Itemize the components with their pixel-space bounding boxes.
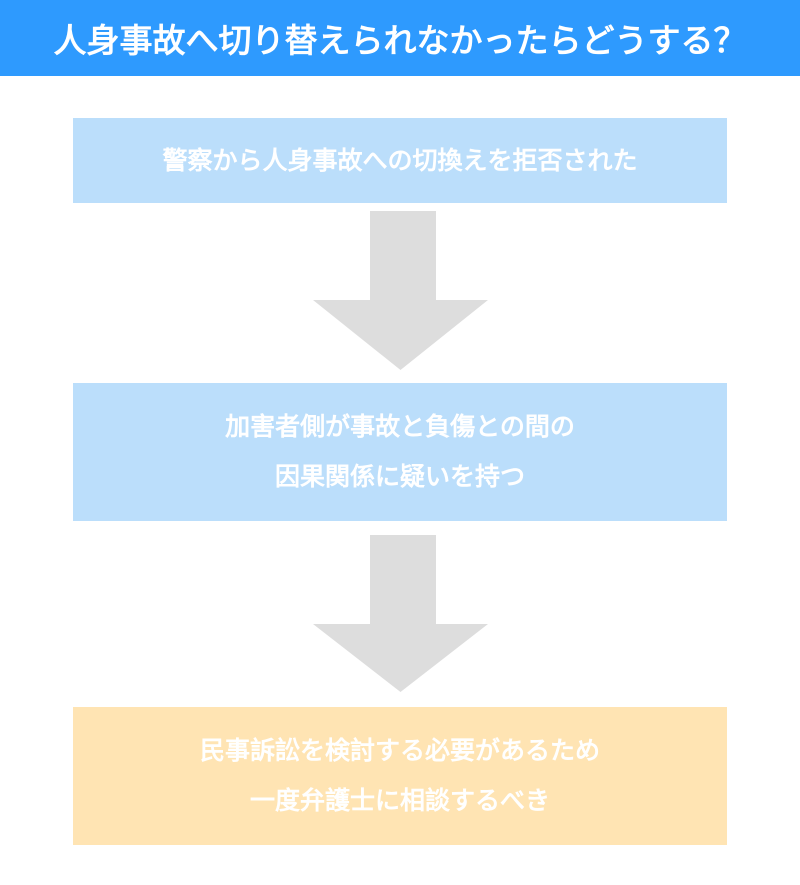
flow-step-3-line-2: 一度弁護士に相談するべき — [249, 786, 550, 815]
down-arrow-icon — [313, 535, 488, 692]
down-arrow-icon — [313, 211, 488, 370]
down-arrow-shape — [313, 535, 488, 692]
page-title: 人身事故へ切り替えられなかったらどうする？ — [0, 0, 800, 76]
flow-step-3: 民事訴訟を検討する必要があるため 一度弁護士に相談するべき — [73, 707, 727, 845]
flow-step-2: 加害者側が事故と負傷との間の 因果関係に疑いを持つ — [73, 383, 727, 521]
down-arrow-shape — [313, 211, 488, 370]
flow-step-1-line-1: 警察から人身事故への切換えを拒否された — [162, 145, 638, 175]
flow-step-2-line-1: 加害者側が事故と負傷との間の — [225, 412, 575, 441]
flow-step-2-line-2: 因果関係に疑いを持つ — [274, 462, 525, 491]
flow-step-3-line-1: 民事訴訟を検討する必要があるため — [199, 736, 600, 765]
flow-step-1: 警察から人身事故への切換えを拒否された — [73, 118, 727, 203]
